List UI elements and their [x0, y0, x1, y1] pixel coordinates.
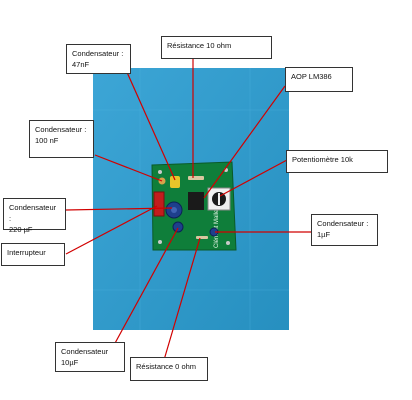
- label-resistance-0-ohm: Résistance 0 ohm: [130, 357, 208, 381]
- label-condensateur-10uf: Condensateur 10µF: [55, 342, 125, 372]
- label-potentiometre-10k: Potentiomètre 10k: [286, 150, 388, 173]
- label-aop-lm386: AOP LM386: [285, 67, 353, 92]
- label-condensateur-100nf: Condensateur : 100 nF: [29, 120, 94, 158]
- label-interrupteur: Interrupteur: [1, 243, 65, 266]
- pcb-silkscreen-text: Clément Mallet: [214, 208, 220, 248]
- resistor-10ohm: [188, 176, 204, 180]
- capacitor-47nf: [170, 176, 180, 188]
- label-resistance-10-ohm: Résistance 10 ohm: [161, 36, 272, 59]
- resistor-0ohm: [196, 236, 208, 239]
- label-condensateur-1uf: Condensateur : 1µF: [311, 214, 378, 246]
- leader-lines: [65, 56, 312, 361]
- switch: [153, 191, 165, 217]
- label-condensateur-47nf: Condensateur : 47nF: [66, 44, 131, 74]
- lm386-chip: [188, 192, 204, 210]
- pcb-board: Clément Mallet: [151, 161, 237, 251]
- capacitor-10uf: [172, 221, 184, 233]
- label-condensateur-220uf: Condensateur : 220 µF: [3, 198, 66, 234]
